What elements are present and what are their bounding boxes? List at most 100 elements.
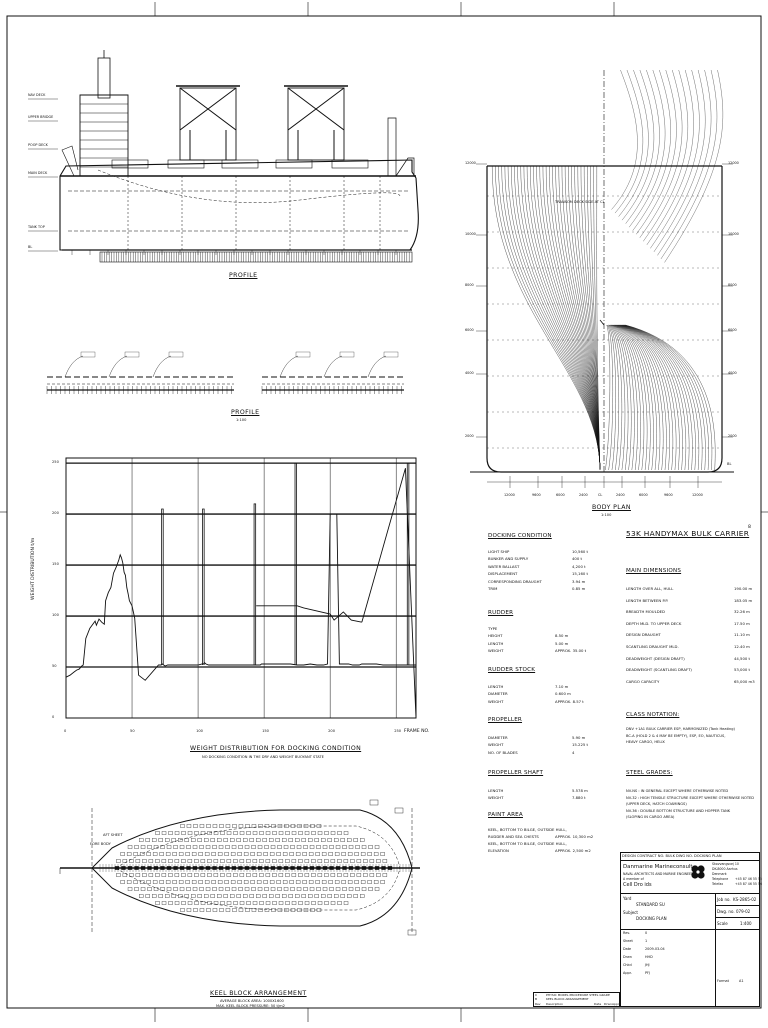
- upper-fore-curve: [611, 69, 638, 210]
- midship-weight: [256, 605, 362, 623]
- keel-block: [126, 880, 132, 884]
- hatch-cover: [331, 159, 369, 169]
- aft-section-curve: [514, 165, 601, 467]
- keel-block: [200, 901, 206, 905]
- keel-block: [315, 880, 320, 884]
- keel-block: [173, 866, 178, 870]
- keel-block: [303, 824, 309, 828]
- keel-block: [337, 873, 342, 877]
- keel-block: [174, 831, 180, 835]
- bp-waterline-label-left: 8000: [465, 283, 474, 287]
- keel-block: [225, 845, 230, 849]
- spec-label: DEPTH MLD. TO UPPER DECK: [626, 620, 682, 626]
- rev-code: C: [535, 993, 538, 997]
- keel-block: [342, 887, 347, 891]
- keel-block: [363, 859, 368, 863]
- partial-tag: [295, 351, 311, 358]
- keel-block: [161, 873, 167, 877]
- keel-block: [322, 845, 328, 849]
- rev-desc: KEEL BLOCK ARRANGEMENT: [546, 997, 589, 1002]
- keel-block: [251, 866, 256, 870]
- keel-block: [257, 887, 263, 891]
- tb-meta-value: A1: [739, 979, 744, 983]
- keel-block: [355, 845, 360, 849]
- chart-x-tick: 50: [130, 729, 135, 733]
- fore-section-curve: [621, 324, 696, 471]
- keel-block: [298, 859, 303, 863]
- keel-block: [290, 866, 295, 870]
- profile-level-label: POOP DECK: [28, 143, 48, 147]
- keel-block: [373, 880, 379, 884]
- keel-block: [205, 887, 211, 891]
- keel-block: [213, 901, 219, 905]
- keel-block: [354, 852, 359, 856]
- keel-block: [270, 887, 276, 891]
- weight-caption: WEIGHT DISTRIBUTION FOR DOCKING CONDITIO…: [190, 745, 362, 752]
- keel-block: [308, 852, 314, 856]
- keel-block: [327, 894, 332, 898]
- keel-block: [205, 845, 211, 849]
- profile-caption: PROFILE: [229, 272, 258, 279]
- keel-block: [314, 838, 319, 842]
- tb-scale: 1:400: [740, 921, 752, 926]
- keel-block: [304, 901, 310, 905]
- keel-block: [252, 859, 258, 863]
- keel-block: [256, 838, 261, 842]
- bp-frame-label: 6000: [556, 493, 565, 497]
- keel-block: [285, 831, 290, 835]
- fore-section-curve: [612, 324, 641, 471]
- bp-waterline-label-right: 2000: [728, 434, 737, 438]
- tb-rule-3: [620, 929, 760, 930]
- keel-block: [171, 838, 176, 842]
- keel-block: [347, 852, 353, 856]
- keel-block: [251, 908, 257, 912]
- keel-block: [264, 845, 269, 849]
- tb-meta-label: Date: [623, 947, 632, 951]
- weight-xlabel: FRAME NO.: [404, 729, 430, 734]
- keel-block: [133, 852, 138, 856]
- spec-label: DISPLACEMENT: [488, 571, 518, 577]
- keel-block: [276, 852, 281, 856]
- keel-block: [142, 873, 147, 877]
- keel-block: [194, 831, 199, 835]
- keel-block: [301, 838, 306, 842]
- keel-block: [243, 852, 249, 856]
- upper-fore-curve: [657, 69, 712, 256]
- partial-tag: [383, 351, 399, 358]
- spec-value: 10,560 t: [572, 549, 588, 554]
- keel-block: [171, 894, 176, 898]
- keel-block: [233, 873, 238, 877]
- keel-block: [310, 824, 315, 828]
- bp-waterline-label-right: 10000: [728, 232, 739, 236]
- keel-block: [172, 852, 177, 856]
- keel-block: [116, 873, 121, 877]
- keel-block: [168, 831, 173, 835]
- tb-address-line: Denmark: [712, 872, 727, 876]
- keel-block: [291, 901, 297, 905]
- spec-label: LENGTH: [488, 640, 504, 646]
- keel-block: [263, 880, 268, 884]
- keel-block: [290, 824, 296, 828]
- keel-block: [330, 859, 336, 863]
- tb-address-line: Skovvangsvej 10: [712, 862, 739, 866]
- keel-block: [135, 873, 141, 877]
- partial-leader: [323, 355, 343, 378]
- keel-block: [213, 831, 219, 835]
- keel-block: [129, 873, 134, 877]
- keel-block: [381, 866, 386, 870]
- keel-block: [134, 887, 139, 891]
- tb-dwg-label: Dwg. no.: [717, 909, 735, 914]
- keel-block: [276, 880, 281, 884]
- spec-value: 53,000 t: [734, 667, 750, 673]
- keel-block: [272, 859, 277, 863]
- keel-block: [148, 859, 154, 863]
- keel-block: [308, 894, 313, 898]
- bp-waterline-label-left: 12000: [465, 161, 476, 165]
- spec-value: 183.05 m: [734, 597, 753, 603]
- keel-block-arrangement: [59, 799, 420, 936]
- partial-tag: [168, 351, 184, 358]
- keel-block: [226, 859, 232, 863]
- keel-block: [264, 887, 269, 891]
- keel-block: [230, 894, 235, 898]
